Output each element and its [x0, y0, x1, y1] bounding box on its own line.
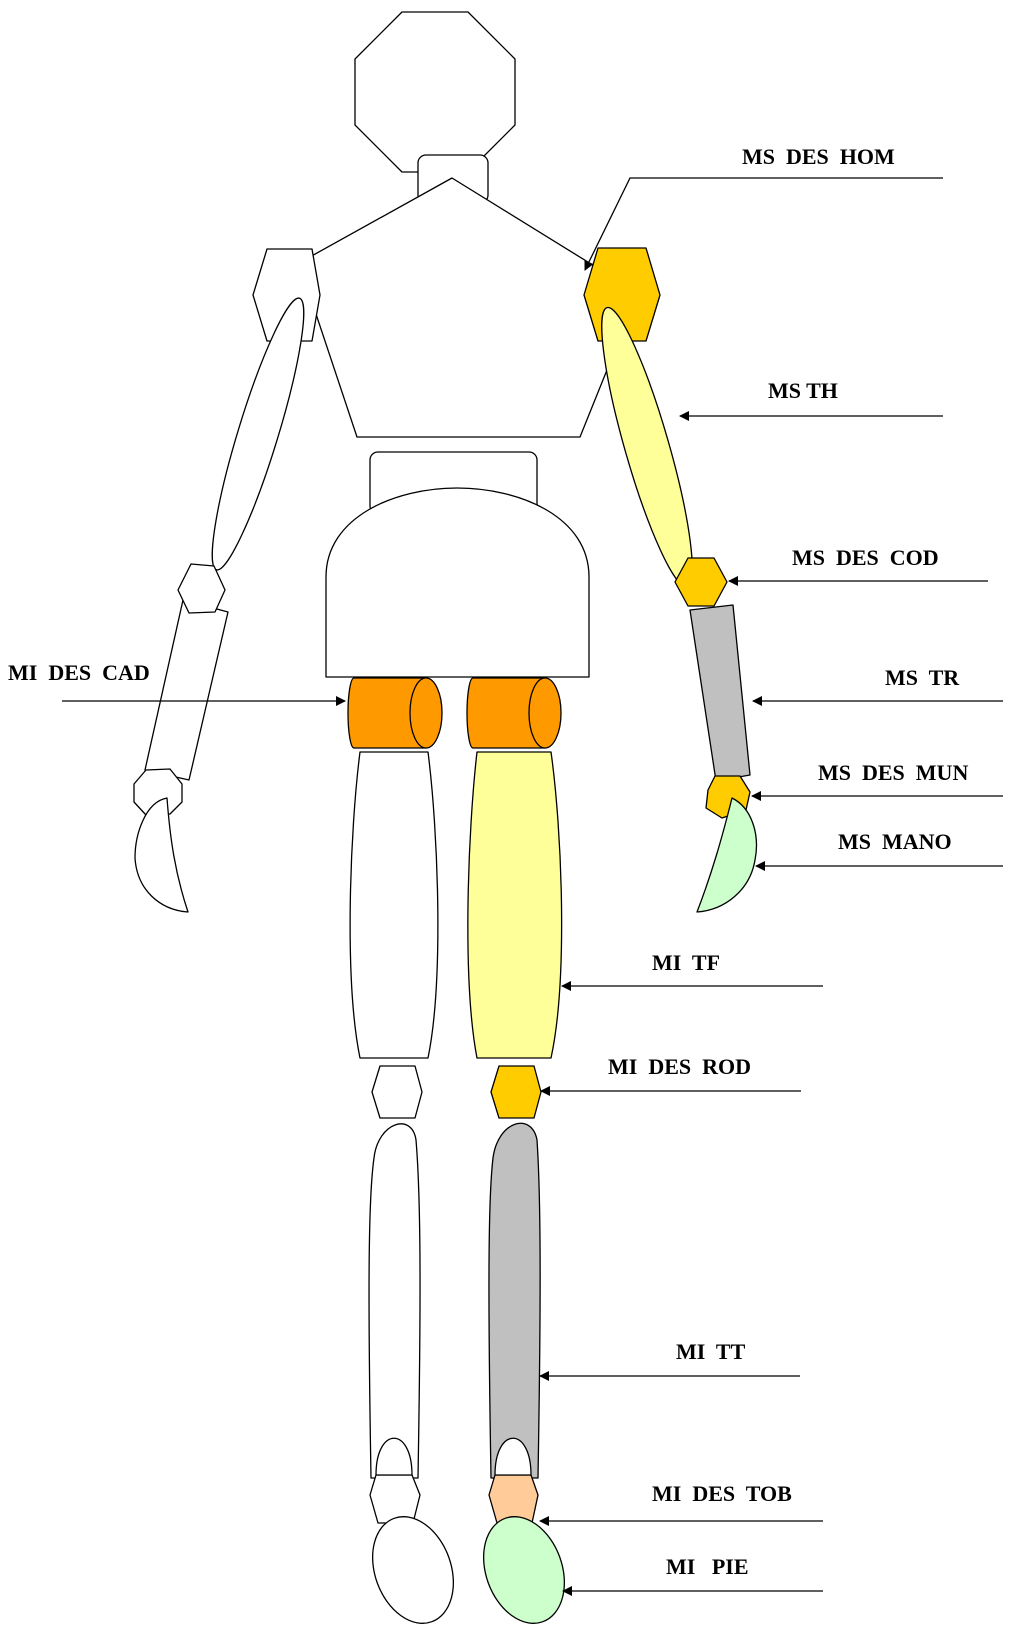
right-thigh [468, 752, 562, 1058]
label-ms-des-cod: MS DES COD [792, 545, 939, 570]
label-ms-mano: MS MANO [838, 829, 952, 854]
right-shin [489, 1123, 540, 1478]
label-ms-des-mun: MS DES MUN [818, 760, 968, 785]
left-thigh [350, 752, 438, 1058]
left-hand [135, 798, 188, 912]
label-mi-tf: MI TF [652, 950, 720, 975]
left-foot [358, 1505, 467, 1634]
right-forearm [690, 605, 750, 781]
pelvis [326, 488, 589, 677]
label-ms-tr: MS TR [885, 665, 960, 690]
left-elbow [178, 564, 225, 613]
right-upper-arm [586, 302, 708, 593]
right-hip-cylinder-end [529, 678, 561, 748]
left-hip-cylinder-end [410, 678, 442, 748]
left-ankle [370, 1475, 420, 1523]
figure [134, 12, 756, 1635]
label-mi-tt: MI TT [676, 1339, 746, 1364]
left-forearm [145, 600, 228, 780]
label-mi-pie: MI PIE [666, 1554, 749, 1579]
label-ms-th: MS TH [768, 378, 838, 403]
label-mi-des-tob: MI DES TOB [652, 1481, 792, 1506]
left-shin [369, 1124, 420, 1478]
left-knee [372, 1066, 422, 1118]
label-ms-des-hom: MS DES HOM [742, 144, 895, 169]
label-mi-des-rod: MI DES ROD [608, 1054, 751, 1079]
right-ankle-joint [489, 1475, 538, 1523]
right-knee-joint [491, 1066, 541, 1118]
label-mi-des-cad: MI DES CAD [8, 660, 150, 685]
left-upper-arm [197, 292, 318, 575]
right-foot [469, 1505, 578, 1634]
head [355, 12, 515, 172]
